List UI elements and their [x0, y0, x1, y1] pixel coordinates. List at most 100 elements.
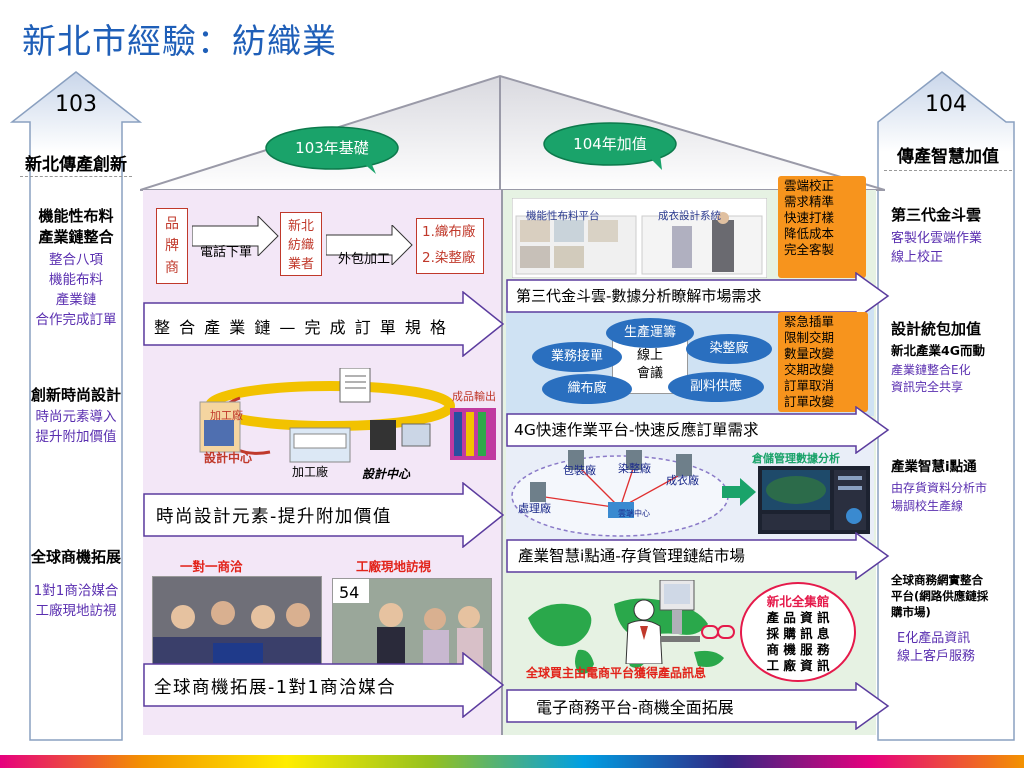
mall-line-1: 產 品 資 訊: [742, 610, 854, 626]
right-sec2-bold: 設計統包加值: [891, 320, 1021, 339]
arrow3-label: 全球商機拓展-1對1商洽媒合: [154, 674, 396, 699]
design-center-label: 設計中心: [204, 449, 252, 466]
sec1-bullet-5: 完全客製: [784, 242, 860, 258]
right-sec3-line-2: 場調校生產線: [891, 497, 1021, 515]
outsource-label: 外包加工: [338, 248, 390, 267]
node-packaging: 包裝廠: [563, 462, 596, 478]
brand-char-3: 商: [157, 257, 187, 279]
node-dyeing: 染整廠: [686, 334, 772, 364]
design-center-label-2: 設計中心: [362, 465, 410, 482]
mall-line-4: 工 廠 資 訊: [742, 658, 854, 674]
bubble-103-label: 103年基礎: [262, 137, 402, 158]
left-sec1-bold-2: 產業鏈整合: [10, 227, 142, 247]
right-sec2-bold-2: 新北產業4G而動: [891, 341, 1021, 360]
mall-title: 新北全集館: [742, 594, 854, 610]
sec1-bullet-4: 降低成本: [784, 226, 860, 242]
right-heading: 傳產智慧加值: [882, 142, 1014, 167]
factory-dyeing: 2.染整廠: [422, 245, 483, 271]
right-sec4-bold-1: 全球商務網實整合: [891, 572, 1024, 588]
brand-box: 品 牌 商: [156, 208, 188, 284]
processing-label-2: 加工廠: [292, 463, 328, 480]
node-sales: 業務接單: [532, 342, 622, 372]
left-sec2-bold: 創新時尚設計: [10, 385, 142, 405]
right-sec4-line-2: 線上客戶服務: [897, 648, 1024, 666]
left-sec1-line-4: 合作完成訂單: [10, 311, 142, 330]
sec2-bullet-1: 緊急插單: [784, 314, 862, 330]
new-taipei-mall-bubble: 新北全集館 產 品 資 訊 採 購 訊 息 商 機 服 務 工 廠 資 訊: [740, 582, 856, 682]
left-sec3-line-1: 1對1商洽媒合: [10, 582, 142, 601]
arrow1-label: 整 合 產 業 鏈 — 完 成 訂 單 規 格: [154, 314, 448, 338]
sec1-bullet-3: 快速打樣: [784, 210, 860, 226]
sec1-bullet-1: 雲端校正: [784, 178, 860, 194]
svg-text:54: 54: [339, 583, 359, 602]
factories-box: 1.織布廠 2.染整廠: [416, 218, 484, 274]
mall-line-2: 採 購 訊 息: [742, 626, 854, 642]
textile-line-1: 新北: [281, 217, 321, 236]
right-sec3-bold: 產業智慧i點通: [891, 458, 1021, 477]
left-divider: [20, 176, 132, 177]
online-meeting-line-1: 線上: [613, 347, 687, 365]
system-label: 成衣設計系統: [658, 208, 721, 223]
left-heading: 新北傳產創新: [10, 150, 142, 175]
node-garment: 成衣廠: [666, 472, 699, 488]
right-sec3-line-1: 由存貨資料分析市: [891, 479, 1021, 497]
sec1-bullets: 雲端校正 需求精準 快速打樣 降低成本 完全客製: [778, 176, 866, 278]
right-sec4-bold-3: 購市場): [891, 604, 1024, 620]
left-sec1-line-2: 機能布料: [10, 271, 142, 290]
sec2-bullet-3: 數量改變: [784, 346, 862, 362]
finished-output-label: 成品輸出: [452, 388, 496, 404]
sec2-bullet-4: 交期改變: [784, 362, 862, 378]
sec4-arrow-label: 電子商務平台-商機全面拓展: [536, 694, 734, 718]
left-sec1-line-1: 整合八項: [10, 251, 142, 270]
businessman-illustration: [620, 580, 704, 664]
textile-line-3: 業者: [281, 255, 321, 274]
right-divider: [884, 170, 1012, 171]
right-year: 104: [896, 92, 996, 117]
link-icon: [700, 620, 740, 644]
brand-char-1: 品: [157, 213, 187, 235]
left-year: 103: [26, 92, 126, 117]
right-sec1-line-2: 線上校正: [891, 249, 1021, 267]
left-sec1-bold-1: 機能性布料: [10, 206, 142, 226]
node-weaving: 織布廠: [542, 374, 632, 404]
textile-line-2: 紡織: [281, 236, 321, 255]
node-processing: 處理廠: [518, 500, 551, 516]
node-production: 生產運籌: [606, 318, 694, 348]
page-title: 新北市經驗：紡織業: [22, 14, 337, 63]
green-arrow-icon: [722, 478, 758, 506]
sec2-bullets: 緊急插單 限制交期 數量改變 交期改變 訂單取消 訂單改變: [778, 312, 868, 412]
sec1-bullet-2: 需求精準: [784, 194, 860, 210]
roof: [140, 72, 885, 197]
sec2-bullet-2: 限制交期: [784, 330, 862, 346]
bubble-104-label: 104年加值: [540, 133, 680, 154]
brand-char-2: 牌: [157, 235, 187, 257]
left-sec1-line-3: 產業鏈: [10, 291, 142, 310]
right-sec1-bold: 第三代金斗雲: [891, 206, 1021, 225]
sec1-arrow-label: 第三代金斗雲-數據分析瞭解市場需求: [516, 285, 761, 306]
sec2-bullet-5: 訂單取消: [784, 378, 862, 394]
node-cloud: 雲端中心: [618, 508, 650, 519]
node-dyeing-2: 染整廠: [618, 460, 651, 476]
one-on-one-label: 一對一商洽: [180, 556, 243, 575]
right-sec2-line-1: 產業鏈整合E化: [891, 361, 1021, 379]
left-sec3-bold: 全球商機拓展: [10, 547, 142, 567]
mall-line-3: 商 機 服 務: [742, 642, 854, 658]
factory-weaving: 1.織布廠: [422, 219, 483, 245]
left-sec2-line-2: 提升附加價值: [10, 428, 142, 447]
phone-order-label: 電話下單: [200, 241, 252, 260]
sec3-arrow-label: 產業智慧i點通-存貨管理鏈結市場: [518, 544, 745, 566]
right-sec4-line-1: E化產品資訊: [897, 630, 1024, 648]
node-accessories: 副料供應: [668, 372, 764, 402]
warehouse-label: 倉儲管理數據分析: [752, 450, 840, 466]
sec2-arrow-label: 4G快速作業平台-快速反應訂單需求: [514, 418, 758, 440]
right-sec1-line-1: 客製化雲端作業: [891, 230, 1021, 248]
left-sec2-line-1: 時尚元素導入: [10, 408, 142, 427]
right-sec4-bold-2: 平台(網路供應鏈採: [891, 588, 1024, 604]
arrow2-label: 時尚設計元素-提升附加價值: [156, 503, 392, 528]
dashboard-screenshot: [758, 466, 870, 534]
processing-label: 加工廠: [210, 407, 243, 423]
bubble-103: 103年基礎: [262, 124, 402, 174]
factory-visit-label: 工廠現地訪視: [356, 556, 431, 575]
bubble-104: 104年加值: [540, 120, 680, 170]
global-buyers-label: 全球買主由電商平台獲得產品訊息: [526, 664, 706, 681]
